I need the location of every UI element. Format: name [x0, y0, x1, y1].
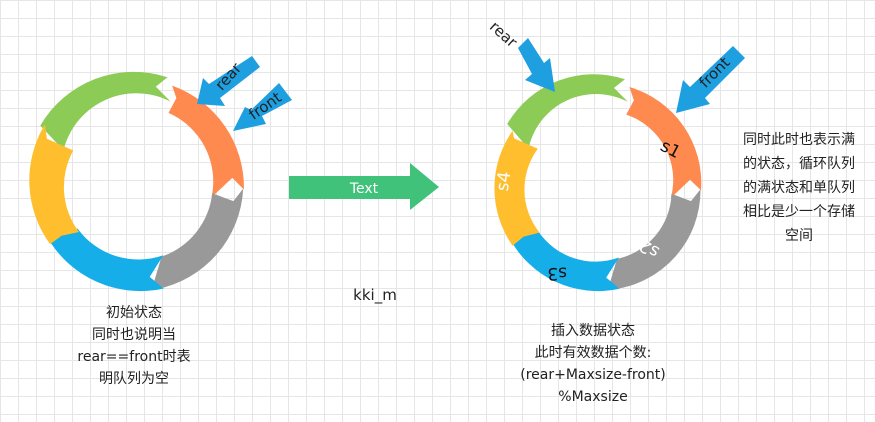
left-ring-segment-green	[40, 71, 171, 149]
left-ring-segment-yellow	[29, 124, 79, 245]
left-rear-arrow-shape	[197, 56, 260, 106]
left-caption: 初始状态 同时也说明当 rear==front时表 明队列为空	[64, 302, 204, 390]
left-caption-line: 明队列为空	[99, 371, 169, 387]
right-ring-segment-gray	[609, 189, 701, 290]
flow-arrow: Text	[289, 163, 439, 210]
left-ring-segment-gray	[153, 188, 244, 290]
left-caption-line: rear==front时表	[77, 349, 191, 365]
flow-arrow-label: Text	[349, 181, 379, 197]
right-caption-line: (rear+Maxsize-front)	[520, 367, 666, 383]
right-front-arrow: front	[676, 46, 745, 113]
left-rear-arrow: rear	[197, 56, 260, 106]
right-ring: s1 s2 s3 s4	[493, 74, 702, 292]
right-caption-line: 插入数据状态	[551, 323, 635, 339]
right-rear-arrow: rear	[486, 17, 555, 92]
right-front-arrow-shape	[676, 46, 745, 113]
side-note-line: 空间	[785, 228, 813, 244]
right-rear-arrow-shape	[518, 38, 555, 92]
segment-label-s4: s4	[493, 170, 515, 192]
right-caption: 插入数据状态 此时有效数据个数: (rear+Maxsize-front) %M…	[498, 320, 688, 408]
right-ring-segment-blue	[508, 230, 620, 292]
left-ring-segment-orange	[168, 85, 244, 198]
left-front-arrow-shape	[233, 83, 292, 131]
left-caption-line: 初始状态	[106, 305, 162, 321]
segment-label-s3: s3	[547, 263, 567, 284]
side-note-line: 相比是少一个存储	[743, 204, 855, 220]
flow-arrow-shape	[289, 163, 439, 210]
center-label: kki_m	[353, 286, 397, 304]
left-ring	[29, 71, 244, 292]
side-note-line: 的状态，循环队列	[743, 156, 855, 172]
right-rear-label: rear	[486, 17, 521, 51]
right-ring-segment-orange	[626, 87, 702, 199]
left-caption-line: 同时也说明当	[92, 327, 176, 343]
side-note-line: 同时此时也表示满	[743, 132, 855, 148]
right-ring-segment-green	[507, 74, 628, 147]
left-front-arrow: front	[233, 83, 292, 131]
side-note: 同时此时也表示满 的状态，循环队列 的满状态和单队列 相比是少一个存储 空间	[726, 128, 872, 248]
left-ring-segment-blue	[45, 228, 164, 292]
side-note-line: 的满状态和单队列	[743, 180, 855, 196]
right-ring-segment-yellow	[494, 130, 540, 246]
right-caption-line: 此时有效数据个数:	[534, 345, 652, 361]
right-caption-line: %Maxsize	[558, 389, 628, 405]
